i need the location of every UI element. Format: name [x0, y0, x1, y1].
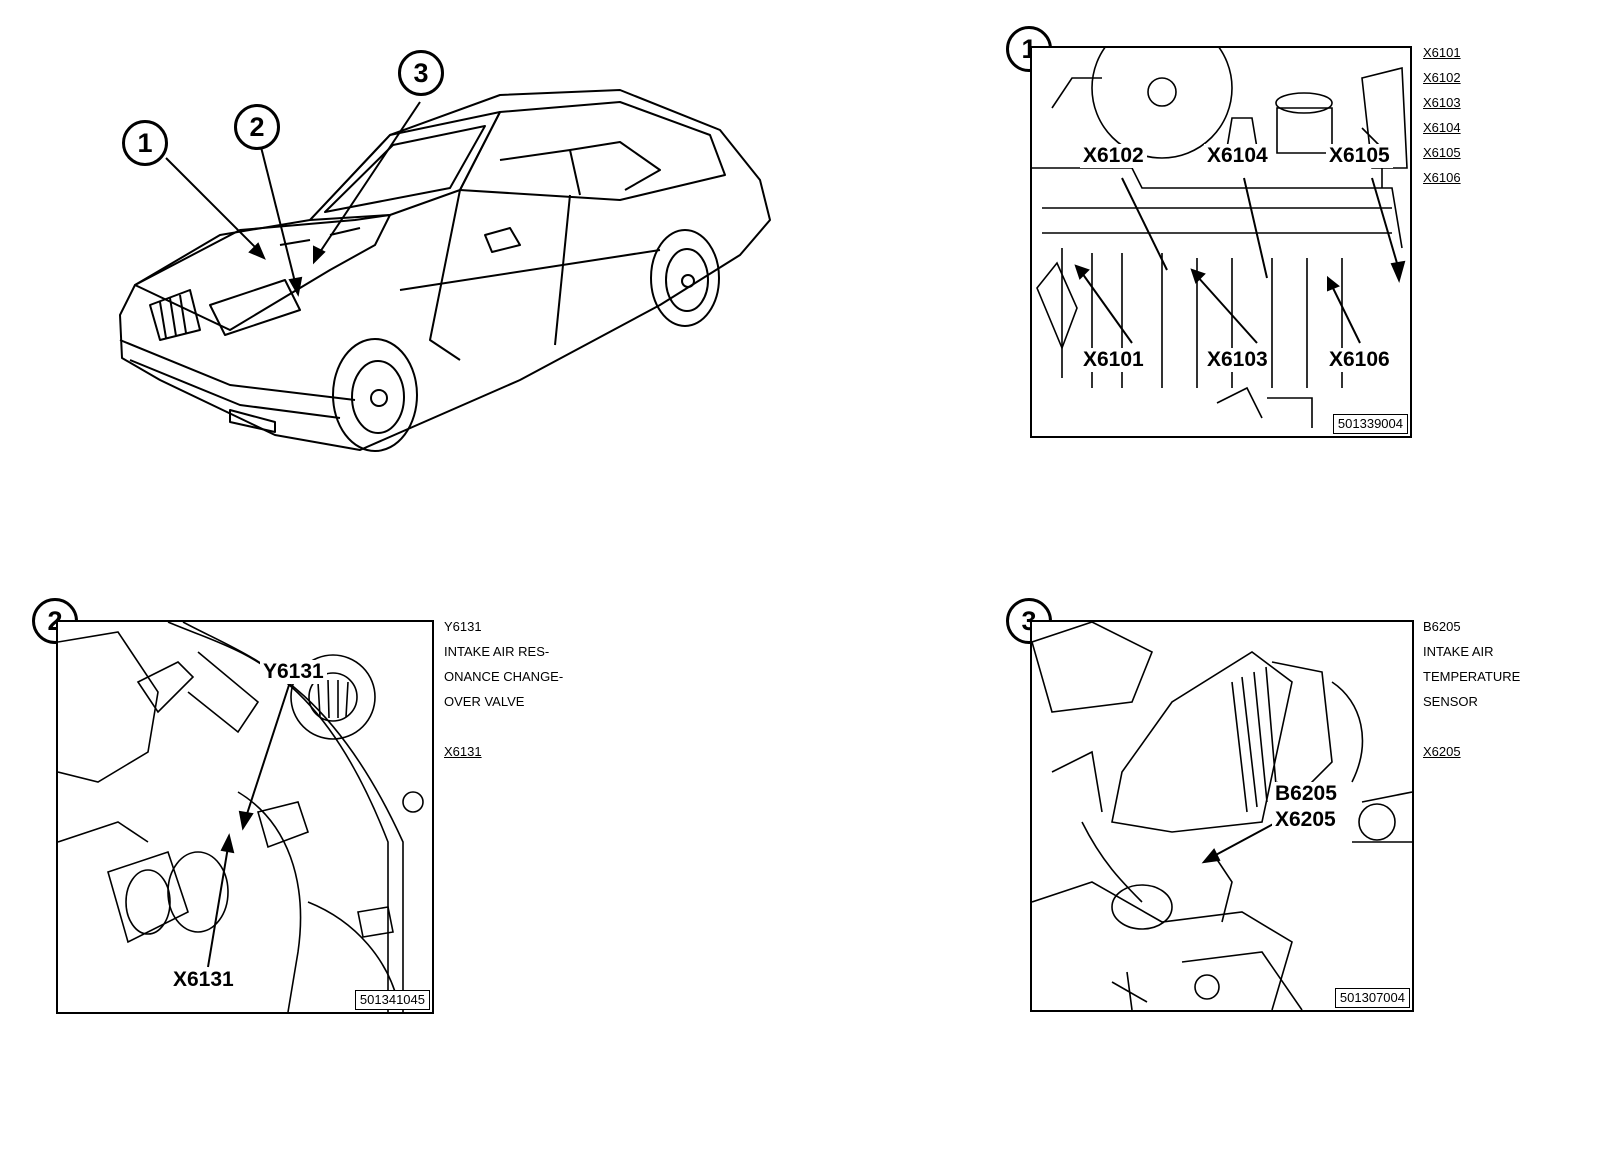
label-x6101: X6101	[1080, 348, 1147, 372]
panel-3-engine-view: B6205 X6205 501307004	[1030, 620, 1414, 1012]
label-x6105: X6105	[1326, 144, 1393, 168]
legend-spacer	[1423, 714, 1520, 739]
figure-id-501307004: 501307004	[1334, 988, 1410, 1008]
panel-3-legend: B6205 INTAKE AIR TEMPERATURE SENSOR X620…	[1423, 614, 1520, 764]
legend-y6131-desc-2: ONANCE CHANGE-	[444, 669, 564, 684]
panel-2-legend: Y6131 INTAKE AIR RES- ONANCE CHANGE- OVE…	[444, 614, 563, 764]
legend-x6103: X6103	[1423, 95, 1461, 110]
panel-1-engine-view: X6102 X6104 X6105 X6101 X6103 X6106 5013…	[1030, 46, 1412, 438]
legend-b6205-desc-2: TEMPERATURE	[1423, 669, 1521, 684]
figure-id-501339004: 501339004	[1332, 414, 1408, 434]
panel-2-drawing	[58, 622, 424, 1012]
legend-y6131-desc-3: OVER VALVE	[444, 694, 525, 709]
label-x6131: X6131	[170, 968, 237, 992]
legend-x6104: X6104	[1423, 120, 1461, 135]
label-x6104: X6104	[1204, 144, 1271, 168]
label-x6205: X6205	[1272, 808, 1339, 832]
callout-1: 1	[122, 120, 168, 166]
legend-b6205-desc-3: SENSOR	[1423, 694, 1478, 709]
label-x6106: X6106	[1326, 348, 1393, 372]
figure-id-501341045: 501341045	[354, 990, 430, 1010]
label-x6102: X6102	[1080, 144, 1147, 168]
label-y6131: Y6131	[260, 660, 327, 684]
panel-2-engine-view: Y6131 X6131 501341045	[56, 620, 434, 1014]
panel-1-legend: X6101 X6102 X6103 X6104 X6105 X6106	[1423, 40, 1461, 190]
label-b6205: B6205	[1272, 782, 1340, 806]
panel-3-drawing	[1032, 622, 1412, 1010]
label-x6103: X6103	[1204, 348, 1271, 372]
legend-x6102: X6102	[1423, 70, 1461, 85]
legend-y6131-code: Y6131	[444, 619, 482, 634]
legend-x6105: X6105	[1423, 145, 1461, 160]
legend-x6205: X6205	[1423, 744, 1461, 759]
legend-b6205-code: B6205	[1423, 619, 1461, 634]
callout-3: 3	[398, 50, 444, 96]
legend-x6131: X6131	[444, 744, 482, 759]
legend-b6205-desc-1: INTAKE AIR	[1423, 644, 1494, 659]
legend-x6101: X6101	[1423, 45, 1461, 60]
legend-x6106: X6106	[1423, 170, 1461, 185]
legend-y6131-desc-1: INTAKE AIR RES-	[444, 644, 550, 659]
car-drawing	[119, 89, 771, 452]
callout-2: 2	[234, 104, 280, 150]
legend-spacer	[444, 714, 563, 739]
panel-1-drawing	[1032, 48, 1408, 428]
car-overview-illustration: 1 2 3	[100, 40, 800, 480]
